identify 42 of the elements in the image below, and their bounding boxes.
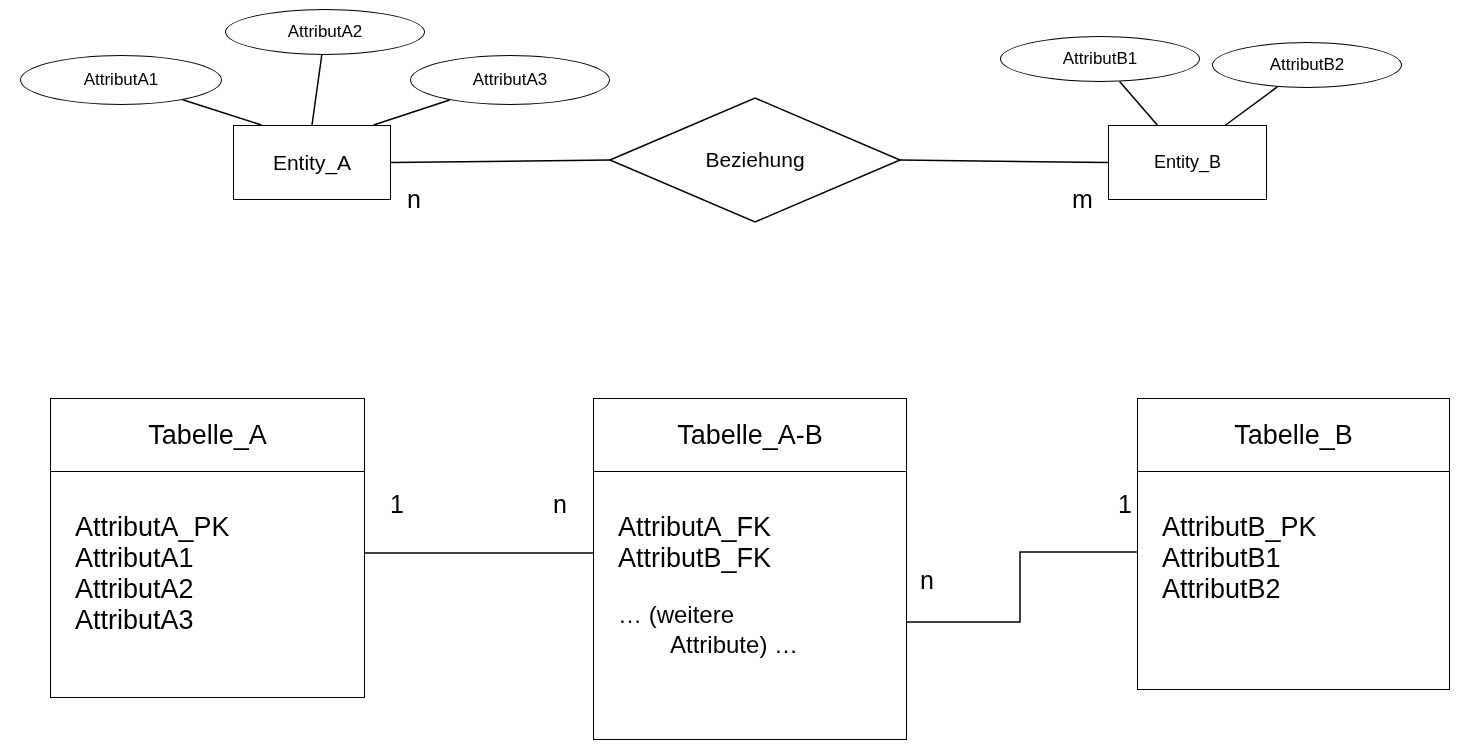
attribute-label: AttributB2 — [1269, 55, 1345, 75]
connector-line — [182, 99, 263, 126]
table-attribute: AttributA2 — [75, 574, 195, 605]
cardinality-label: 1 — [1118, 490, 1132, 519]
connector-line — [372, 99, 451, 126]
attribute-label: AttributA1 — [83, 70, 159, 90]
table-title: Tabelle_A-B — [594, 399, 906, 472]
table-attribute: AttributA_PK — [75, 512, 231, 543]
connector-line — [364, 552, 594, 554]
table-attribute: AttributA3 — [75, 605, 195, 636]
relationship-diamond — [610, 98, 900, 222]
cardinality-label: 1 — [390, 490, 404, 519]
connector-line — [1224, 86, 1279, 126]
attribute-label: AttributB1 — [1062, 49, 1138, 69]
table-box — [1137, 398, 1450, 690]
table-attribute: AttributB1 — [1162, 543, 1282, 574]
entity-box — [233, 125, 391, 200]
entity-label: Entity_B — [1153, 152, 1221, 173]
table-box — [50, 398, 365, 698]
table-title: Tabelle_A — [51, 399, 364, 472]
table-attribute: AttributA_FK — [618, 512, 773, 543]
table-note: … (weitere Attribute) … — [618, 600, 800, 660]
table-attribute: AttributB_FK — [618, 543, 773, 574]
table-title: Tabelle_B — [1138, 399, 1449, 472]
attribute-label: AttributA3 — [472, 70, 548, 90]
connector-line — [1118, 80, 1159, 126]
cardinality-label: n — [407, 185, 421, 214]
cardinality-label: n — [553, 490, 567, 519]
cardinality-label: n — [920, 566, 934, 595]
entity-label: Entity_A — [272, 150, 352, 175]
table-attribute: AttributB_PK — [1162, 512, 1318, 543]
connector-line — [390, 159, 611, 164]
connector-line — [899, 159, 1109, 164]
connector-line — [311, 54, 323, 126]
table-box — [593, 398, 907, 740]
relationship-label: Beziehung — [705, 148, 805, 172]
connector-line — [906, 551, 1138, 623]
entity-box — [1108, 125, 1267, 200]
cardinality-label: m — [1072, 185, 1093, 214]
attribute-label: AttributA2 — [287, 22, 363, 42]
table-attribute: AttributA1 — [75, 543, 195, 574]
table-attribute: AttributB2 — [1162, 574, 1282, 605]
